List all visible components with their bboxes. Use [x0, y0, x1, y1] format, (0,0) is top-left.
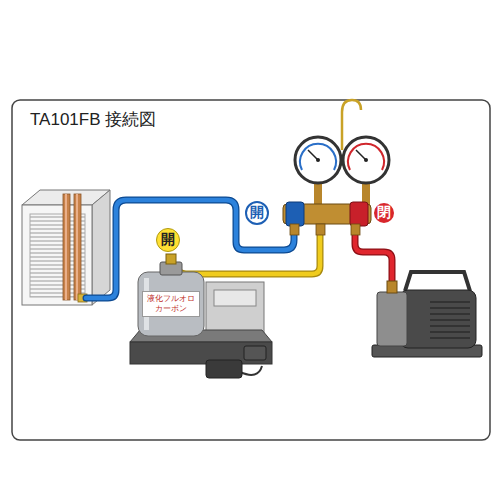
open-mark: 開	[245, 201, 269, 225]
open-mark: 開	[156, 228, 180, 252]
indoor-unit	[22, 190, 110, 305]
panel-frame	[12, 100, 490, 440]
yellow-hose	[175, 234, 320, 274]
diagram-title: TA101FB 接続図	[30, 108, 156, 131]
cylinder-label: 液化フルオロ カーボン	[142, 291, 200, 316]
refrigerant-cylinder	[138, 254, 204, 336]
node-text: 開	[250, 204, 264, 222]
vacuum-pump	[372, 272, 482, 357]
red-hose	[355, 234, 392, 282]
node-text: 開	[161, 231, 175, 249]
closed-mark: 閉	[372, 201, 396, 225]
node-text: 液化フルオロ カーボン	[146, 294, 196, 313]
node-text: 閉	[377, 204, 391, 222]
